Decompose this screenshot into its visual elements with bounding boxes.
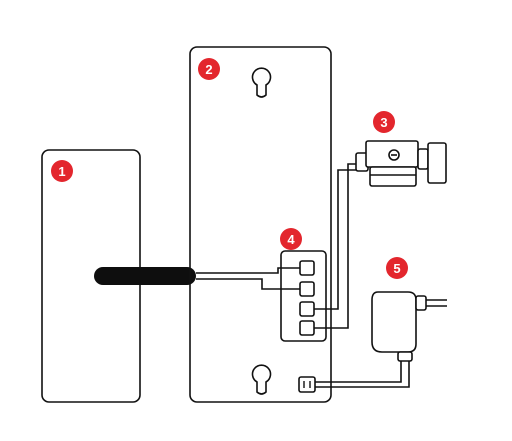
badge-4-circle (280, 228, 302, 250)
power-adapter (371, 291, 447, 362)
electric-lock (355, 140, 447, 187)
badge-5-label: 5 (393, 261, 400, 276)
adapter-body (371, 291, 417, 353)
badge-2-label: 2 (205, 62, 212, 77)
wire-adapter-2 (315, 360, 410, 388)
badge-1: 1 (51, 160, 73, 182)
badge-3-label: 3 (380, 115, 387, 130)
wire-lock-1 (314, 169, 364, 310)
adapter-plug-collar (415, 295, 427, 311)
keyhole-mount-top-icon (251, 67, 272, 98)
badge-5-circle (386, 257, 408, 279)
lock-lower-plate (369, 166, 417, 187)
wire-adapter-1 (315, 360, 402, 383)
power-socket (298, 376, 316, 393)
badge-1-circle (51, 160, 73, 182)
badge-4-label: 4 (287, 232, 295, 247)
indoor-monitor (189, 46, 332, 403)
lock-bolt (427, 142, 447, 184)
terminal-4 (299, 320, 315, 336)
power-socket-body (298, 376, 316, 393)
badge-2: 2 (198, 58, 220, 80)
terminal-1 (299, 260, 315, 276)
badge-3-circle (373, 111, 395, 133)
keyhole-mount-bottom-icon (251, 364, 272, 395)
indoor-monitor-body (189, 46, 332, 403)
badge-1-label: 1 (58, 164, 65, 179)
badge-4: 4 (280, 228, 302, 250)
terminal-3 (299, 301, 315, 317)
badge-5: 5 (386, 257, 408, 279)
badge-3: 3 (373, 111, 395, 133)
lock-bolt-collar (417, 148, 429, 170)
wire-panel-2 (196, 278, 300, 290)
wiring (196, 163, 410, 388)
badge-2-circle (198, 58, 220, 80)
wire-panel-1 (196, 267, 300, 274)
cable-grommet (94, 267, 196, 285)
adapter-strain-relief (397, 351, 413, 362)
outdoor-panel (41, 149, 196, 403)
terminal-2 (299, 281, 315, 297)
